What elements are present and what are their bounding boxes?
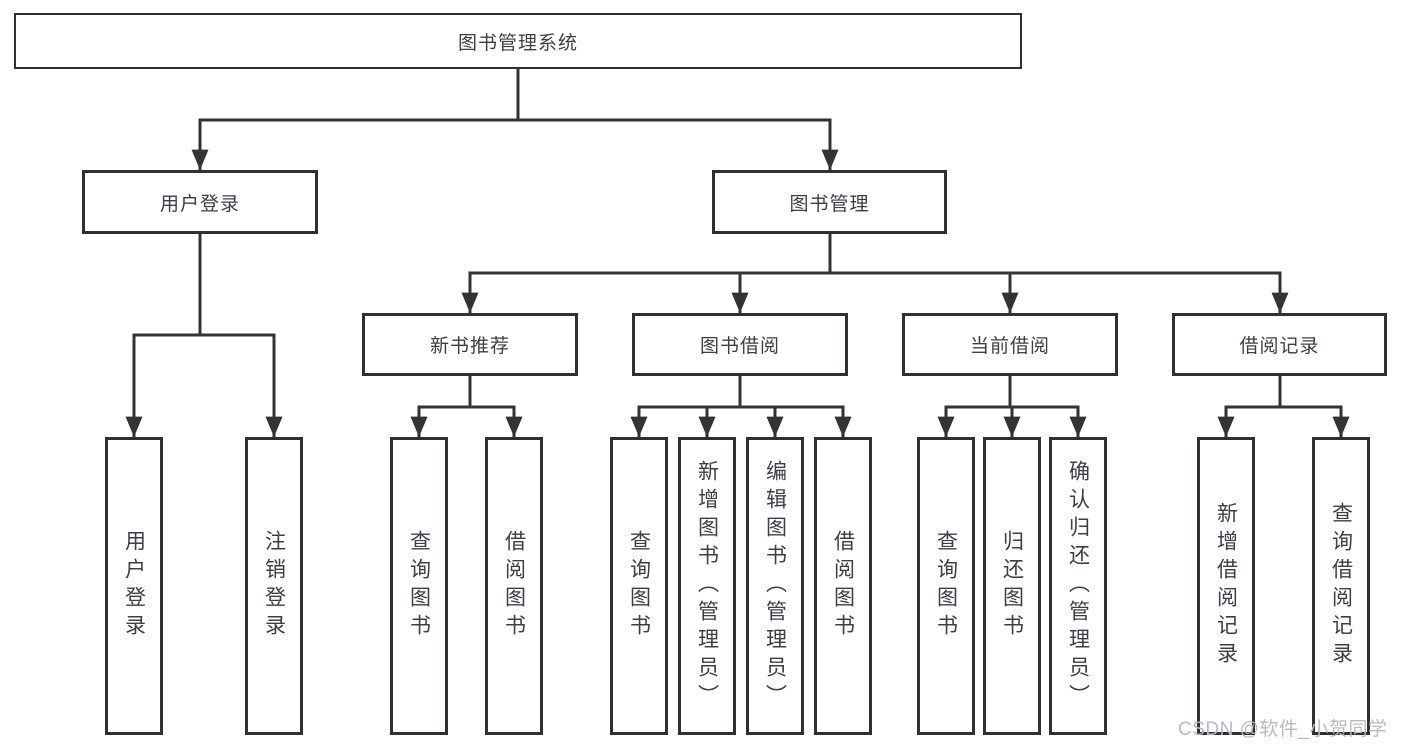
node-library-management-system-label: 图书管理系统: [457, 32, 578, 54]
leaf-borrowing-add-books-admin: 新增图书（管理员）: [678, 437, 736, 735]
leaf-newbook-borrow-books-label: 借阅图书: [502, 530, 526, 642]
leaf-borrowing-query-books: 查询图书: [610, 437, 668, 735]
leaf-records-add-record: 新增借阅记录: [1197, 437, 1255, 735]
node-current-borrowing: 当前借阅: [902, 313, 1118, 376]
leaf-current-query-books: 查询图书: [917, 437, 975, 735]
leaf-records-add-record-label: 新增借阅记录: [1214, 502, 1238, 670]
leaf-borrowing-query-books-label: 查询图书: [627, 530, 651, 642]
leaf-user-login-label: 用户登录: [122, 530, 146, 642]
leaf-current-return-books: 归还图书: [983, 437, 1041, 735]
leaf-records-query-record: 查询借阅记录: [1312, 437, 1370, 735]
leaf-borrowing-edit-books-admin-label: 编辑图书（管理员）: [763, 460, 787, 712]
node-new-book-recommendation-label: 新书推荐: [429, 336, 510, 357]
node-book-borrowing: 图书借阅: [632, 313, 848, 376]
leaf-newbook-borrow-books: 借阅图书: [485, 437, 543, 735]
leaf-current-confirm-return-admin: 确认归还（管理员）: [1049, 437, 1107, 735]
leaf-borrowing-borrow-books-label: 借阅图书: [831, 530, 855, 642]
leaf-current-return-books-label: 归还图书: [1000, 530, 1024, 642]
node-borrowing-records: 借阅记录: [1172, 313, 1387, 376]
node-current-borrowing-label: 当前借阅: [969, 336, 1050, 357]
leaf-logout: 注销登录: [245, 437, 303, 735]
leaf-borrowing-add-books-admin-label: 新增图书（管理员）: [695, 460, 719, 712]
leaf-borrowing-borrow-books: 借阅图书: [814, 437, 872, 735]
leaf-current-confirm-return-admin-label: 确认归还（管理员）: [1066, 460, 1090, 712]
node-borrowing-records-label: 借阅记录: [1239, 336, 1320, 357]
node-new-book-recommendation: 新书推荐: [362, 313, 578, 376]
node-book-management-label: 图书管理: [789, 193, 870, 215]
node-book-borrowing-label: 图书借阅: [699, 336, 780, 357]
leaf-user-login: 用户登录: [105, 437, 163, 735]
node-library-management-system: 图书管理系统: [14, 13, 1022, 69]
node-user-login: 用户登录: [82, 170, 318, 234]
leaf-logout-label: 注销登录: [262, 530, 286, 642]
csdn-watermark: CSDN @软件_小贺同学: [1178, 719, 1388, 740]
leaf-current-query-books-label: 查询图书: [934, 530, 958, 642]
leaf-newbook-query-books: 查询图书: [390, 437, 448, 735]
leaf-borrowing-edit-books-admin: 编辑图书（管理员）: [746, 437, 804, 735]
node-book-management: 图书管理: [712, 170, 947, 234]
leaf-newbook-query-books-label: 查询图书: [407, 530, 431, 642]
leaf-records-query-record-label: 查询借阅记录: [1329, 502, 1353, 670]
node-user-login-label: 用户登录: [159, 193, 240, 215]
